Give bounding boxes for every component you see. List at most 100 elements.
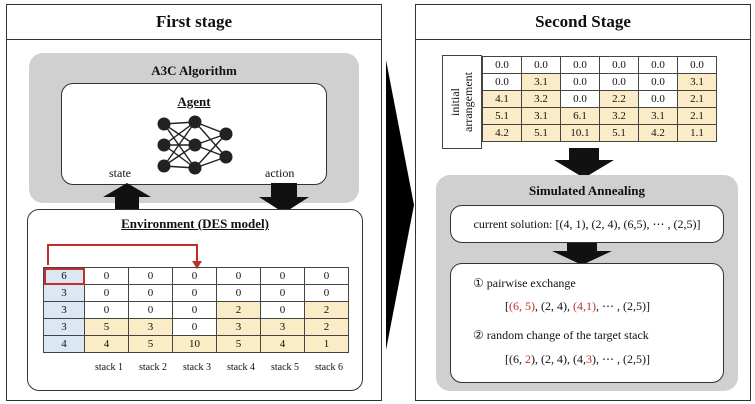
action-arrow-icon [259,183,309,213]
random-change-result: [(6, 2), (2, 4), (4,3), ⋯ , (2,5)] [505,352,650,367]
env-cell: 5 [84,318,129,336]
init-cell: 3.1 [521,107,561,125]
env-cell: 4 [84,335,129,353]
stack-label: stack 2 [138,362,168,373]
env-cell: 5 [128,335,173,353]
neural-network-icon [157,115,233,175]
pairwise-label: ① pairwise exchange [473,276,576,290]
env-row-head: 3 [43,301,85,319]
env-cell: 0 [172,318,217,336]
init-cell: 0.0 [560,56,600,74]
stage-transition-arrow-icon [386,60,414,350]
env-cell: 0 [260,301,305,319]
sa-title: Simulated Annealing [529,183,645,198]
action-label: action [263,166,297,181]
env-cell: 0 [128,301,173,319]
env-row-head: 3 [43,284,85,302]
env-cell: 0 [84,301,129,319]
agent-label: Agent [177,94,211,109]
stack-label: stack 4 [226,362,256,373]
init-cell: 2.2 [599,90,639,108]
init-cell: 0.0 [599,56,639,74]
env-cell: 3 [260,318,305,336]
env-cell: 0 [172,301,217,319]
init-cell: 0.0 [599,73,639,91]
to-sa-arrow-icon [554,148,614,178]
env-cell: 0 [84,284,129,302]
initial-arrangement-label: initial arrangement [442,55,482,149]
env-cell: 0 [304,284,349,302]
move-text: ), ⋯ , (2,5)] [591,352,650,366]
env-row-head: 4 [43,335,85,353]
env-cell: 2 [216,301,261,319]
stack-label: stack 1 [94,362,124,373]
env-cell: 0 [172,267,217,285]
current-solution-text: current solution: [(4, 1), (2, 4), (6,5)… [473,216,701,231]
a3c-title: A3C Algorithm [151,63,237,78]
init-cell: 0.0 [482,73,522,91]
changed-move: (4,1) [573,299,596,313]
init-cell: 0.0 [638,56,678,74]
init-cell: 0.0 [560,90,600,108]
init-cell: 0.0 [638,90,678,108]
random-change-label: ② random change of the target stack [473,328,649,342]
env-cell: 2 [304,301,349,319]
env-cell: 0 [84,267,129,285]
move-text: ), (2, 4), (4, [531,352,586,366]
env-cell: 4 [260,335,305,353]
to-neighbor-arrow-icon [552,243,612,265]
stack-label: stack 5 [270,362,300,373]
state-label: state [107,166,133,181]
init-cell: 3.2 [599,107,639,125]
init-cell: 3.1 [521,73,561,91]
env-cell: 0 [216,284,261,302]
state-arrow-icon [103,183,151,213]
env-cell: 5 [216,335,261,353]
init-cell: 0.0 [482,56,522,74]
move-text: [(6, [505,352,525,366]
env-row-head: 3 [43,318,85,336]
move-text: , ⋯ , (2,5)] [596,299,650,313]
environment-title: Environment (DES model) [121,216,269,231]
changed-move: 2 [525,352,531,366]
a3c-box: A3C Algorithm Agent state actio [29,53,359,203]
env-cell: 0 [260,284,305,302]
init-cell: 4.2 [638,124,678,142]
init-cell: 6.1 [560,107,600,125]
init-cell: 2.1 [677,90,717,108]
env-cell: 3 [128,318,173,336]
pairwise-result: [(6, 5), (2, 4), (4,1), ⋯ , (2,5)] [505,299,650,314]
env-cell: 0 [128,267,173,285]
move-text: [ [505,299,509,313]
init-cell: 0.0 [521,56,561,74]
initial-label-line2: arrangement [461,72,475,132]
init-cell: 3.1 [677,73,717,91]
init-cell: 10.1 [560,124,600,142]
init-cell: 4.1 [482,90,522,108]
init-cell: 5.1 [521,124,561,142]
relocation-arrow-icon [47,244,202,269]
current-solution-box: current solution: [(4, 1), (2, 4), (6,5)… [450,205,724,243]
second-stage-title: Second Stage [416,5,750,40]
env-cell: 2 [304,318,349,336]
agent-box: Agent [61,83,327,185]
changed-move: 3 [585,352,592,366]
env-cell: 0 [172,284,217,302]
env-cell: 0 [216,267,261,285]
init-cell: 0.0 [677,56,717,74]
init-cell: 1.1 [677,124,717,142]
init-cell: 3.2 [521,90,561,108]
init-cell: 5.1 [482,107,522,125]
